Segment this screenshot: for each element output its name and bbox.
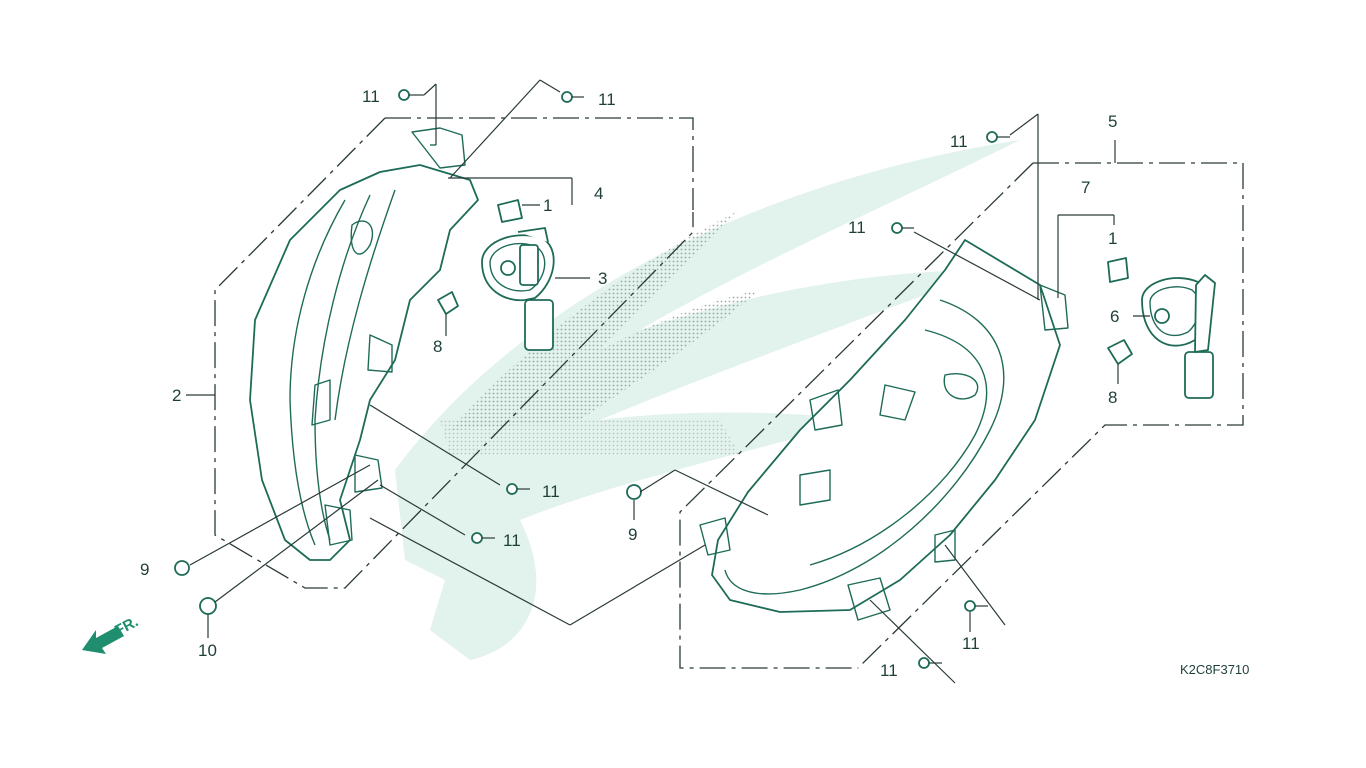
leader-lines	[186, 79, 1150, 684]
callouts: 11 11 4 1 3 8 2 11 11 9 10 9 11 5 7 11 1…	[140, 87, 1249, 680]
callout-11-h: 11	[880, 661, 898, 680]
diagram-code: K2C8F3710	[1180, 662, 1249, 677]
callout-7: 7	[1081, 178, 1090, 197]
callout-8-right: 8	[1108, 388, 1117, 407]
callout-11-f: 11	[848, 218, 866, 237]
callout-11-d: 11	[503, 531, 521, 550]
right-assembly-frame	[679, 162, 1244, 669]
callout-1-right: 1	[1108, 229, 1117, 248]
callout-4: 4	[594, 184, 603, 203]
left-socket-assembly	[437, 199, 1129, 351]
callout-10: 10	[198, 641, 217, 660]
callout-11-e: 11	[950, 132, 968, 151]
left-assembly-frame	[214, 117, 694, 589]
right-headlight-housing	[699, 239, 1069, 621]
screws	[174, 89, 1010, 669]
callout-11-g: 11	[962, 634, 980, 653]
front-arrow-icon: FR.	[82, 613, 141, 654]
callout-3: 3	[598, 269, 607, 288]
callout-5: 5	[1108, 112, 1117, 131]
callout-1-left: 1	[543, 196, 552, 215]
callout-6: 6	[1110, 307, 1119, 326]
callout-11-a: 11	[362, 87, 380, 106]
honda-wing-logo	[395, 140, 1020, 660]
left-headlight-housing	[249, 127, 479, 561]
callout-9-left: 9	[140, 560, 149, 579]
callout-11-b: 11	[598, 90, 616, 109]
callout-11-c: 11	[542, 482, 560, 501]
callout-2: 2	[172, 386, 181, 405]
callout-9-right: 9	[628, 525, 637, 544]
right-socket-assembly	[1107, 274, 1216, 399]
callout-8-left: 8	[433, 337, 442, 356]
